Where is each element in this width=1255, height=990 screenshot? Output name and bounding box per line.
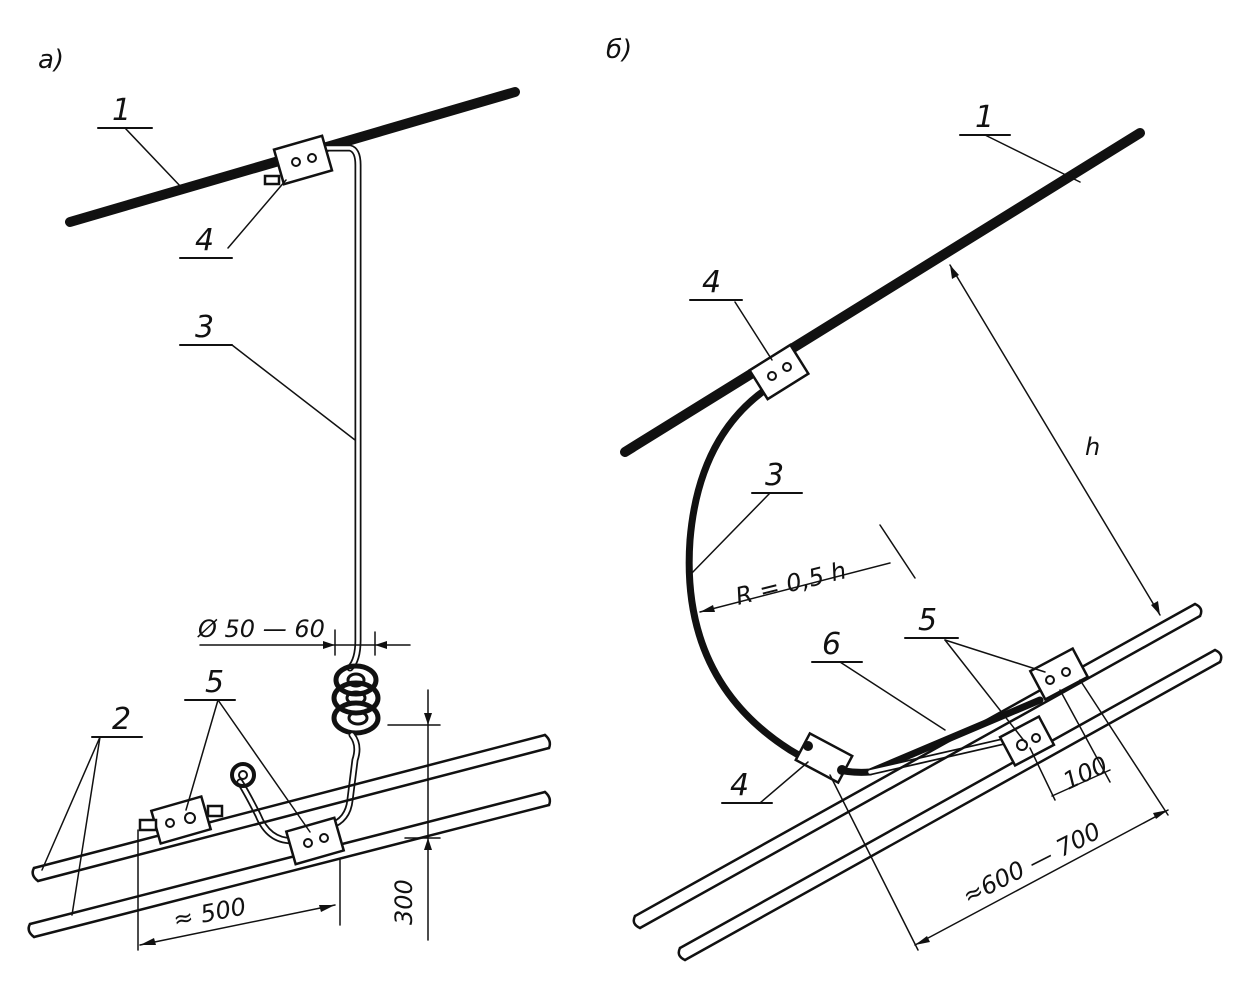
callout-b-6: 6 <box>822 627 841 662</box>
dim-b-radius: R = 0,5 h <box>733 556 849 611</box>
callout-a-3: 3 <box>195 310 214 345</box>
panel-b-clamp-4-bottom <box>794 731 854 785</box>
panel-a-contact-wires <box>27 733 552 939</box>
callout-b-4-top: 4 <box>702 265 721 300</box>
callout-a-4: 4 <box>195 223 214 258</box>
panel-b-callouts: 1 4 3 6 5 4 <box>689 100 1081 804</box>
dim-b-h: h <box>1085 433 1100 461</box>
callout-b-1: 1 <box>975 100 994 135</box>
callout-a-2: 2 <box>112 702 131 737</box>
panel-a-dimensions: Ø 50 — 60 ≈ 500 300 <box>137 615 441 951</box>
dim-a-diameter: Ø 50 — 60 <box>197 615 325 643</box>
panel-a-clamp-4 <box>263 134 334 186</box>
callout-b-5: 5 <box>918 603 937 638</box>
callout-a-5: 5 <box>205 665 224 700</box>
dim-b-length: ≈600 — 700 <box>958 817 1105 910</box>
panel-b-clamp-5-upper <box>1028 646 1090 702</box>
panel-b-messenger-wire <box>620 128 1145 457</box>
dim-a-height: 300 <box>390 879 418 925</box>
dim-b-offset: 100 <box>1059 751 1112 796</box>
panel-label-b: б) <box>606 35 632 65</box>
panel-b-contact-wires <box>632 602 1223 962</box>
callout-a-1: 1 <box>112 93 131 128</box>
panel-a-clamp-5-right <box>284 816 346 866</box>
callout-b-4-bottom: 4 <box>730 768 749 803</box>
callout-b-3: 3 <box>765 458 784 493</box>
panel-a-callouts: 1 4 3 2 5 <box>41 93 356 916</box>
panel-a-clamp-5-left <box>138 794 224 846</box>
panel-label-a: а) <box>38 45 64 75</box>
panel-b-loop-cable <box>685 371 1044 776</box>
panel-a-drop-cable <box>230 144 381 845</box>
